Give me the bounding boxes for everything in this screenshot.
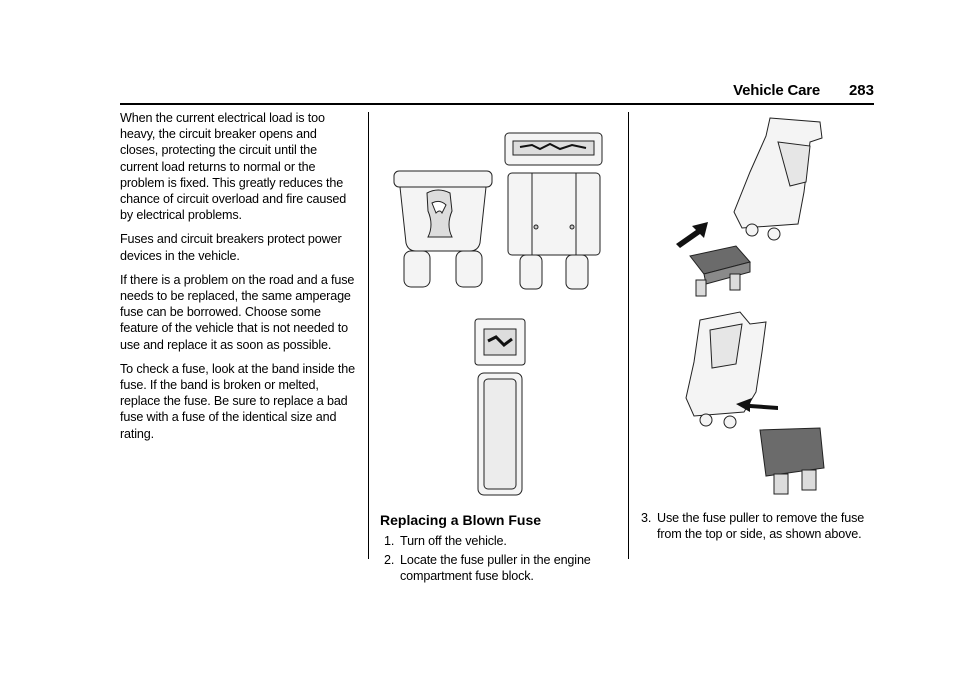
steps-list: 1. Turn off the vehicle. 2. Locate the f… [384, 533, 620, 588]
step-number: 1. [384, 534, 395, 548]
left-column: When the current electrical load is too … [120, 110, 355, 450]
list-item: 1. Turn off the vehicle. [384, 533, 620, 549]
paragraph: If there is a problem on the road and a … [120, 272, 355, 352]
atc-fuse-icon [504, 132, 603, 290]
arrow-icon [736, 398, 778, 412]
column-divider [368, 112, 369, 559]
page-number: 283 [848, 82, 874, 99]
list-item: 2. Locate the fuse puller in the engine … [384, 552, 620, 584]
column-divider [628, 112, 629, 559]
mini-fuse-icon [759, 427, 825, 495]
arrow-icon [676, 222, 708, 248]
step-text: Turn off the vehicle. [400, 534, 507, 548]
steps-list: 3. Use the fuse puller to remove the fus… [641, 510, 871, 545]
fuse-puller-icon [733, 117, 823, 241]
fuse-puller-illustration [676, 117, 825, 495]
maxi-fuse-icon [474, 318, 526, 496]
step-number: 3. [641, 511, 652, 525]
list-item: 3. Use the fuse puller to remove the fus… [641, 510, 871, 542]
paragraph: Fuses and circuit breakers protect power… [120, 232, 342, 263]
header-rule [120, 103, 874, 105]
paragraph: To check a fuse, look at the band inside… [120, 361, 355, 441]
section-heading: Replacing a Blown Fuse [380, 512, 542, 528]
step-text: Locate the fuse puller in the engine com… [400, 553, 591, 584]
fuse-types-illustration [393, 132, 603, 496]
section-title: Vehicle Care [733, 82, 820, 99]
paragraph: When the current electrical load is too … [120, 111, 347, 223]
step-text: Use the fuse puller to remove the fuse f… [657, 511, 865, 542]
mini-fuse-icon [689, 245, 751, 297]
mini-fuse-icon [393, 170, 493, 288]
fuse-puller-icon [685, 311, 767, 429]
page-header: Vehicle Care 283 [0, 80, 960, 105]
step-number: 2. [384, 553, 395, 568]
